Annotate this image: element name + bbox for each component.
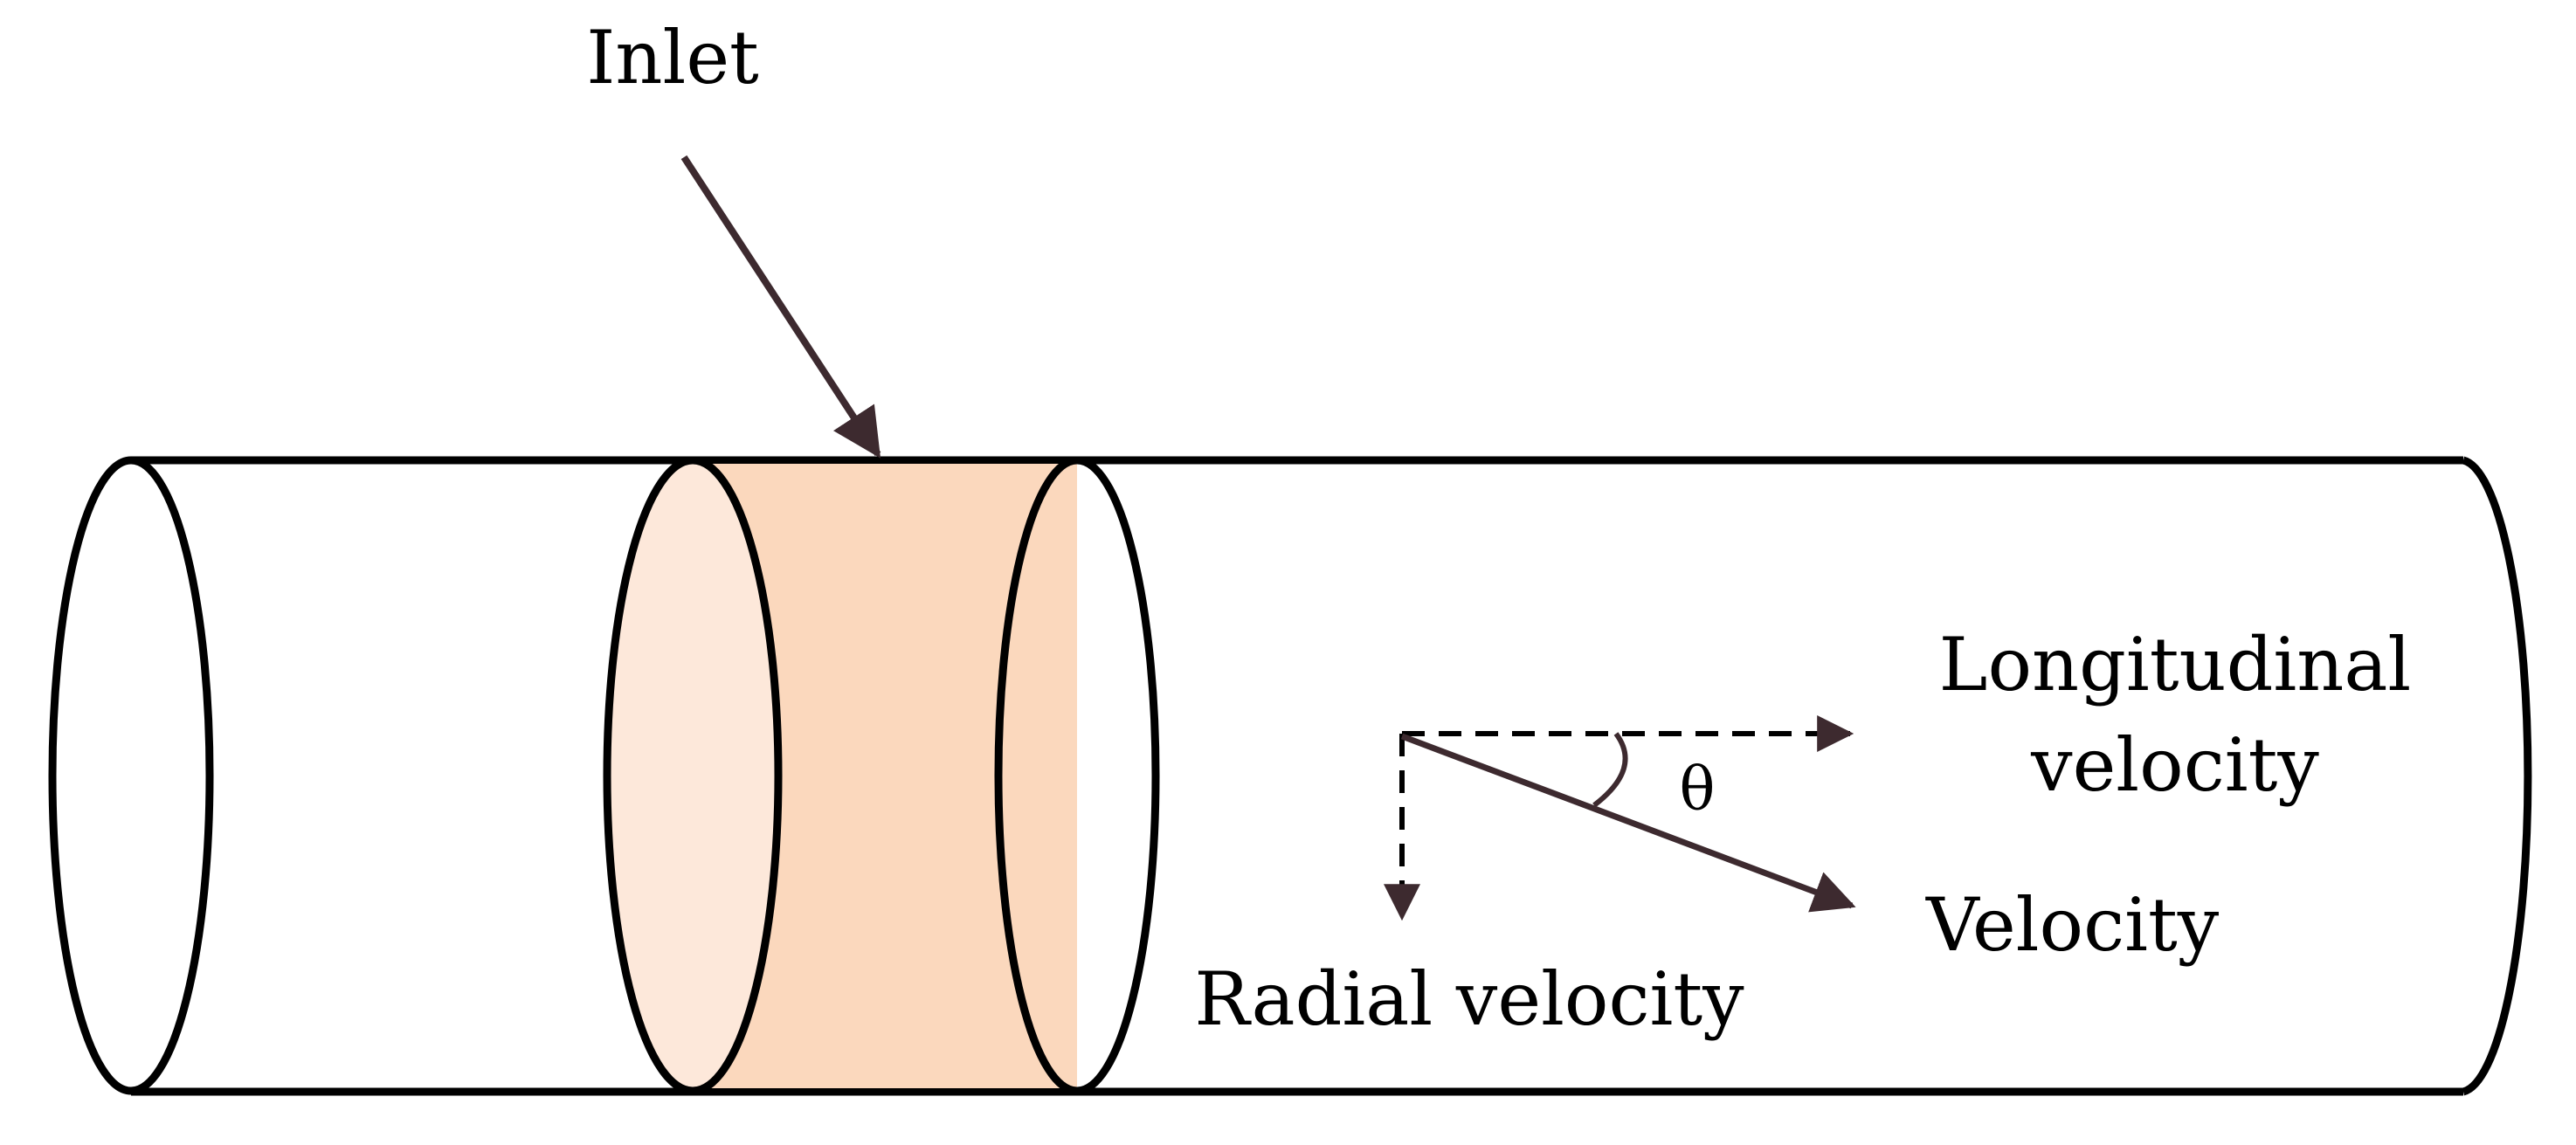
radial-velocity-label: Radial velocity [1194, 956, 1744, 1042]
longitudinal-velocity-label-line2: velocity [2030, 722, 2319, 808]
velocity-label: Velocity [1925, 882, 2220, 968]
inlet-band-left-face-outline [603, 456, 783, 1095]
longitudinal-velocity-label-line1: Longitudinal [1939, 622, 2412, 707]
pipe-right-end [2462, 456, 2532, 1096]
inlet-label: Inlet [586, 15, 759, 100]
pipe-left-opening [48, 456, 214, 1095]
theta-angle-arc [1592, 732, 1628, 808]
velocity-arrow [1400, 733, 1856, 913]
inlet-arrow [680, 155, 881, 459]
theta-label: θ [1680, 755, 1716, 824]
inlet-band-right-face [994, 456, 1160, 1095]
inlet-band-left-face [607, 460, 778, 1091]
